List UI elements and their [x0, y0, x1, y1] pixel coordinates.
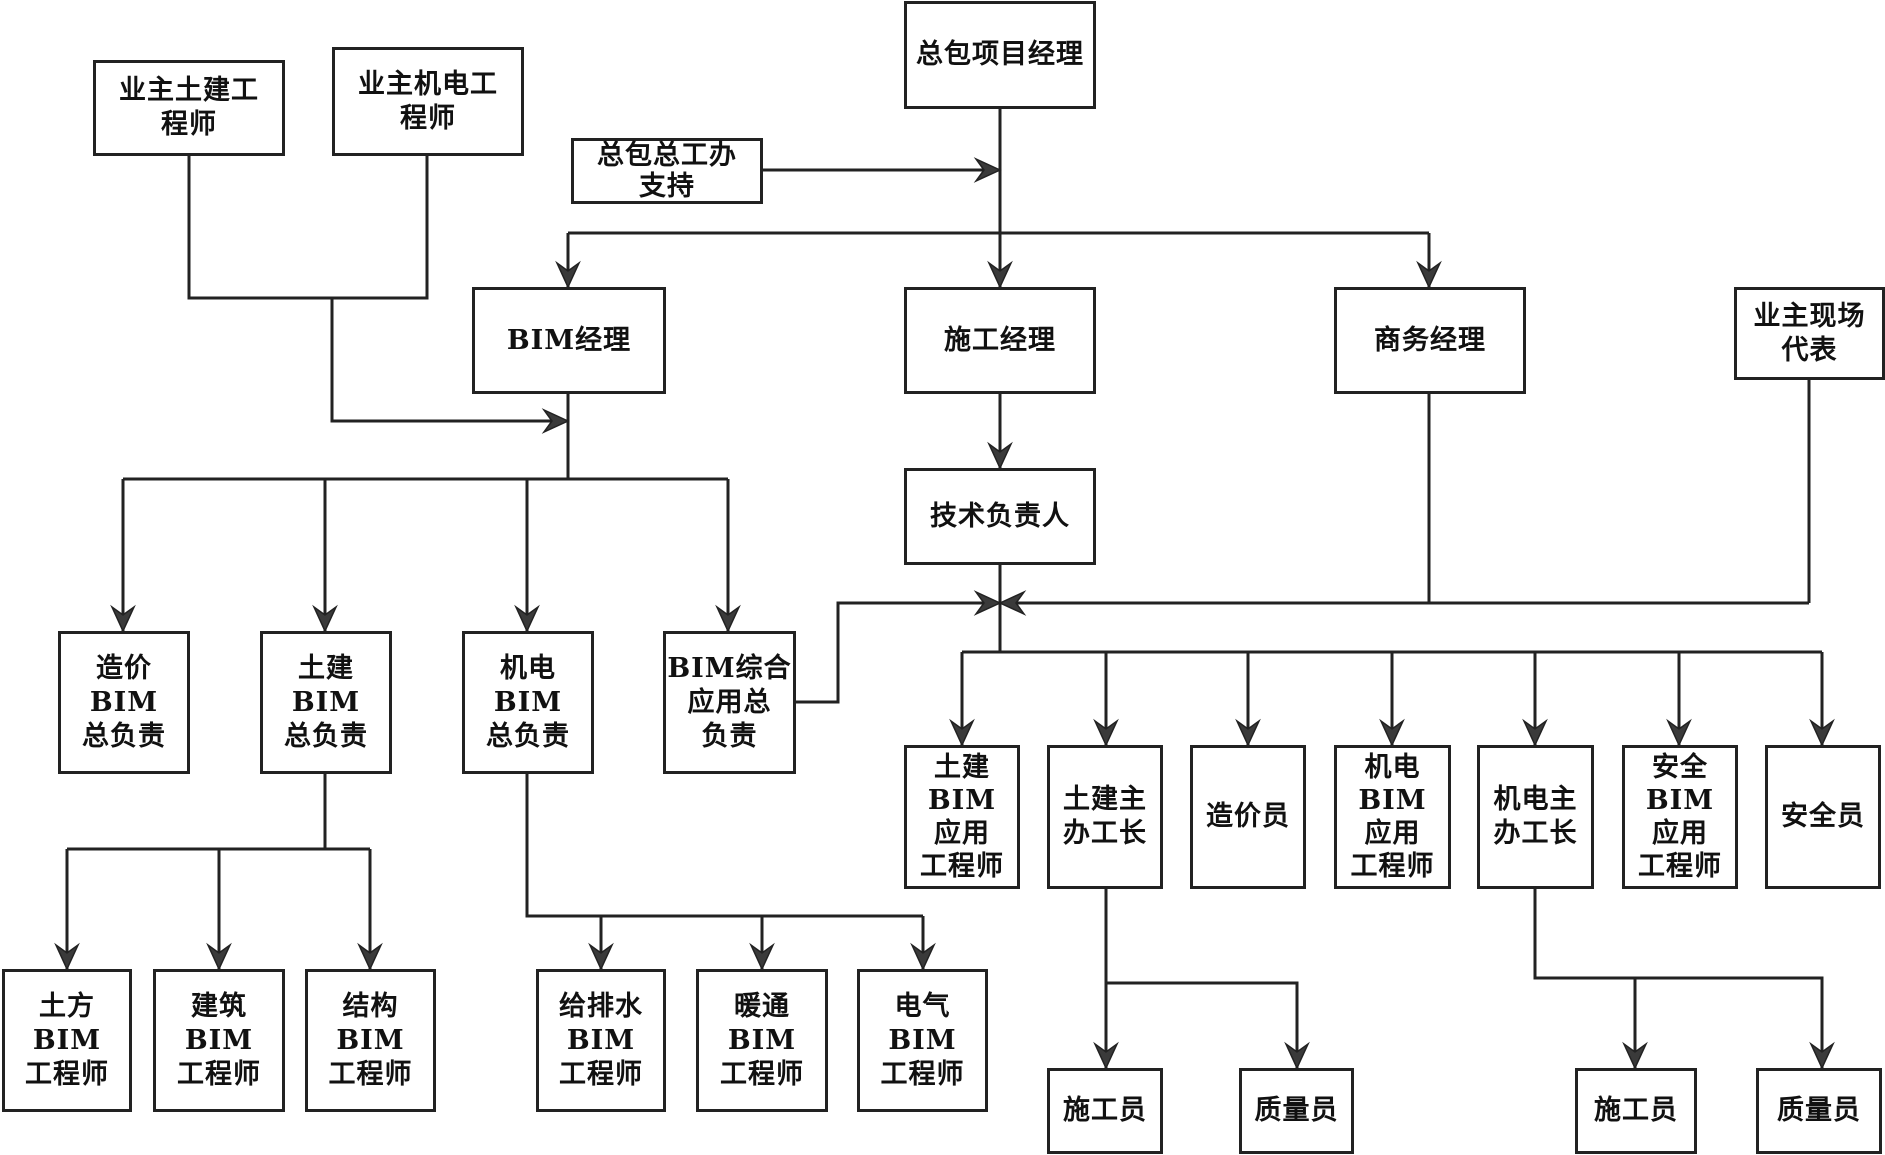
node-label: 土建 BIM 总负责: [284, 652, 368, 752]
arrowhead-icon: [998, 590, 1027, 616]
node-earthwork-bim-engineer: 土方 BIM 工程师: [2, 969, 132, 1112]
arrowhead-icon: [1522, 718, 1548, 747]
node-gc-chief-office-support: 总包总工办 支持: [571, 138, 763, 204]
node-bim-integration-lead: BIM综合 应用总 负责: [663, 631, 796, 774]
node-label: 土建 BIM 应用 工程师: [920, 752, 1004, 882]
node-label: 业主土建工 程师: [119, 75, 259, 140]
node-mep-lead-foreman: 机电主 办工长: [1477, 745, 1594, 889]
node-structure-bim-engineer: 结构 BIM 工程师: [305, 969, 436, 1112]
node-label: 土建主 办工长: [1063, 784, 1147, 849]
arrowhead-icon: [987, 441, 1013, 470]
node-label: 造价员: [1206, 801, 1290, 832]
branch-mep-foreman: [1533, 888, 1824, 1068]
arrowhead-icon: [973, 590, 1002, 616]
arrowhead-icon: [1809, 718, 1835, 747]
node-hvac-bim-engineer: 暖通 BIM 工程师: [696, 969, 828, 1112]
node-cost-bim-lead: 造价 BIM 总负责: [58, 631, 190, 774]
node-label: 技术负责人: [930, 500, 1070, 532]
arrowhead-icon: [1093, 1041, 1119, 1070]
arrowhead-icon: [514, 604, 540, 633]
connector-line: [330, 298, 568, 423]
node-label: 安全员: [1781, 801, 1865, 832]
arrowhead-icon: [1666, 718, 1692, 747]
node-label: 建筑 BIM 工程师: [177, 990, 261, 1090]
arrowhead-icon: [1235, 718, 1261, 747]
node-label: 总包项目经理: [916, 39, 1084, 70]
connector-owner-engineers: [187, 155, 429, 300]
node-owner-mep-engineer: 业主机电工 程师: [332, 47, 524, 156]
node-label: 电气 BIM 工程师: [880, 990, 965, 1090]
node-commercial-manager: 商务经理: [1334, 287, 1526, 394]
node-mep-bim-lead: 机电 BIM 总负责: [462, 631, 594, 774]
node-civil-bim-lead: 土建 BIM 总负责: [260, 631, 392, 774]
arrowhead-icon: [910, 942, 936, 971]
node-bim-manager: BIM经理: [472, 287, 666, 394]
node-cost-clerk: 造价员: [1190, 745, 1306, 889]
node-civil-quality-inspector: 质量员: [1239, 1068, 1354, 1154]
node-owner-site-representative: 业主现场 代表: [1734, 287, 1885, 380]
node-label: 机电 BIM 应用 工程师: [1350, 752, 1435, 882]
node-label: BIM经理: [506, 324, 632, 356]
node-technical-lead: 技术负责人: [904, 468, 1096, 565]
node-civil-bim-application-engineer: 土建 BIM 应用 工程师: [904, 745, 1020, 889]
node-label: 结构 BIM 工程师: [328, 990, 413, 1090]
arrowhead-icon: [206, 942, 232, 971]
node-label: 安全 BIM 应用 工程师: [1638, 752, 1722, 882]
arrowhead-icon: [1416, 260, 1442, 289]
arrowhead-icon: [312, 604, 338, 633]
node-mep-bim-application-engineer: 机电 BIM 应用 工程师: [1334, 745, 1451, 889]
node-label: 造价 BIM 总负责: [82, 652, 166, 752]
node-owner-civil-engineer: 业主土建工 程师: [93, 60, 285, 156]
node-civil-lead-foreman: 土建主 办工长: [1047, 745, 1163, 889]
arrowhead-icon: [949, 718, 975, 747]
node-label: 施工员: [1063, 1095, 1147, 1126]
arrowhead-icon: [1809, 1041, 1835, 1070]
arrowhead-icon: [555, 260, 581, 289]
node-label: 业主机电工 程师: [358, 68, 498, 134]
connector-bim-integration: [795, 601, 1000, 704]
node-label: BIM综合 应用总 负责: [667, 652, 792, 752]
arrowhead-icon: [749, 942, 775, 971]
node-label: 总包总工办 支持: [597, 140, 737, 202]
arrowhead-icon: [987, 260, 1013, 289]
node-label: 土方 BIM 工程师: [25, 990, 109, 1090]
branch-civil-foreman: [1106, 981, 1299, 1068]
arrowhead-icon: [541, 408, 570, 434]
node-label: 暖通 BIM 工程师: [720, 990, 804, 1090]
node-label: 质量员: [1254, 1095, 1339, 1126]
node-label: 给排水 BIM 工程师: [559, 990, 643, 1090]
node-mep-constructor: 施工员: [1575, 1068, 1697, 1154]
arrowhead-icon: [715, 604, 741, 633]
node-plumbing-bim-engineer: 给排水 BIM 工程师: [536, 969, 666, 1112]
arrowhead-icon: [588, 942, 614, 971]
node-mep-quality-inspector: 质量员: [1756, 1068, 1882, 1154]
node-label: 质量员: [1777, 1095, 1861, 1126]
node-gc-project-manager: 总包项目经理: [904, 1, 1096, 109]
node-safety-officer: 安全员: [1765, 745, 1881, 889]
node-construction-manager: 施工经理: [904, 287, 1096, 394]
arrowhead-icon: [1284, 1041, 1310, 1070]
node-label: 施工员: [1594, 1095, 1678, 1126]
node-civil-constructor: 施工员: [1047, 1068, 1163, 1154]
branch-mep-bim: [525, 773, 923, 918]
node-label: 商务经理: [1374, 324, 1486, 356]
node-label: 机电主 办工长: [1493, 784, 1578, 849]
node-electrical-bim-engineer: 电气 BIM 工程师: [857, 969, 988, 1112]
arrowhead-icon: [110, 604, 136, 633]
node-safety-bim-application-engineer: 安全 BIM 应用 工程师: [1622, 745, 1738, 889]
arrowhead-icon: [54, 942, 80, 971]
arrowhead-icon: [1622, 1041, 1648, 1070]
node-label: 机电 BIM 总负责: [486, 652, 570, 752]
arrowhead-icon: [1093, 718, 1119, 747]
node-label: 施工经理: [944, 324, 1056, 356]
node-label: 业主现场 代表: [1753, 300, 1866, 366]
arrowhead-icon: [1379, 718, 1405, 747]
arrowhead-icon: [357, 942, 383, 971]
node-architecture-bim-engineer: 建筑 BIM 工程师: [153, 969, 285, 1112]
arrowhead-icon: [973, 157, 1002, 183]
